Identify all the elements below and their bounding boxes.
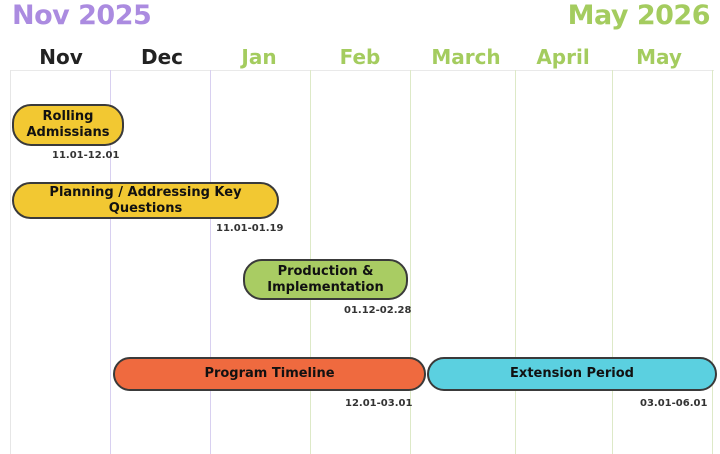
task-range-rolling-admissions: 11.01-12.01	[52, 150, 120, 161]
task-range-extension-period: 03.01-06.01	[640, 398, 708, 409]
month-nov: Nov	[39, 45, 83, 69]
month-jan: Jan	[241, 45, 277, 69]
year-start-label: Nov 2025	[12, 0, 152, 31]
year-end-label: May 2026	[567, 0, 711, 31]
task-bar-production: Production & Implementation	[243, 259, 408, 300]
grid-line-apr-start	[515, 70, 516, 454]
task-bar-planning: Planning / Addressing Key Questions	[12, 182, 279, 219]
grid-line-nov-start	[10, 70, 11, 454]
grid-line-end	[712, 70, 713, 454]
month-may: May	[636, 45, 682, 69]
task-range-planning: 11.01-01.19	[216, 223, 284, 234]
month-feb: Feb	[339, 45, 381, 69]
grid-line-may-start	[612, 70, 613, 454]
grid-line-jan-start	[210, 70, 211, 454]
task-range-production: 01.12-02.28	[344, 305, 412, 316]
task-bar-program-timeline: Program Timeline	[113, 357, 426, 391]
month-dec: Dec	[140, 45, 184, 69]
task-bar-extension-period: Extension Period	[427, 357, 717, 391]
month-april: April	[536, 45, 590, 69]
grid-line-dec-start	[110, 70, 111, 454]
task-bar-rolling-admissions: Rolling Admissians	[12, 104, 124, 146]
month-march: March	[431, 45, 501, 69]
grid-line-mar-start	[410, 70, 411, 454]
task-range-program-timeline: 12.01-03.01	[345, 398, 413, 409]
header-rule	[10, 70, 714, 71]
